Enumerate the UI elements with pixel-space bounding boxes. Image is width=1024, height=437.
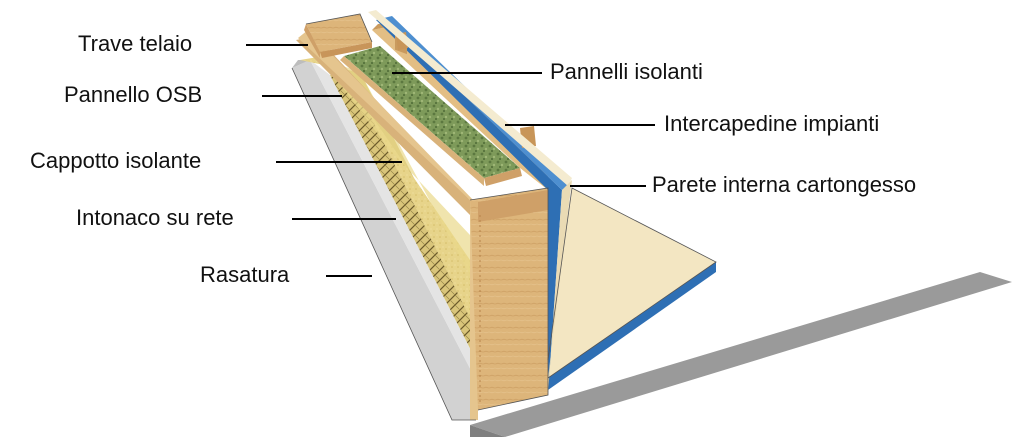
plasterboard — [368, 10, 572, 395]
leader-pannelli-isolanti — [392, 72, 542, 74]
outlines — [291, 13, 717, 421]
leader-intonaco-su-rete — [292, 218, 396, 220]
label-parete-interna-cartongesso: Parete interna cartongesso — [652, 172, 917, 197]
floor-slab — [470, 188, 1012, 437]
label-rasatura: Rasatura — [200, 262, 290, 287]
label-pannello-osb: Pannello OSB — [64, 82, 203, 107]
label-cappotto-isolante: Cappotto isolante — [30, 148, 202, 173]
label-intercapedine-impianti: Intercapedine impianti — [664, 111, 880, 136]
leader-trave-telaio — [246, 44, 308, 46]
leader-pannello-osb — [262, 95, 342, 97]
leader-parete-interna-cartongesso — [570, 185, 646, 187]
leader-intercapedine-impianti — [505, 124, 655, 126]
leader-rasatura — [326, 275, 372, 277]
leader-cappotto-isolante — [276, 161, 402, 163]
insulation-panels — [340, 46, 522, 186]
osb-panel — [296, 30, 478, 420]
label-intonaco-su-rete: Intonaco su rete — [76, 205, 234, 230]
label-pannelli-isolanti: Pannelli isolanti — [550, 59, 703, 84]
label-trave-telaio: Trave telaio — [78, 31, 193, 56]
plaster-face — [292, 60, 476, 420]
top-beam — [304, 14, 372, 58]
frame-post — [470, 188, 548, 410]
